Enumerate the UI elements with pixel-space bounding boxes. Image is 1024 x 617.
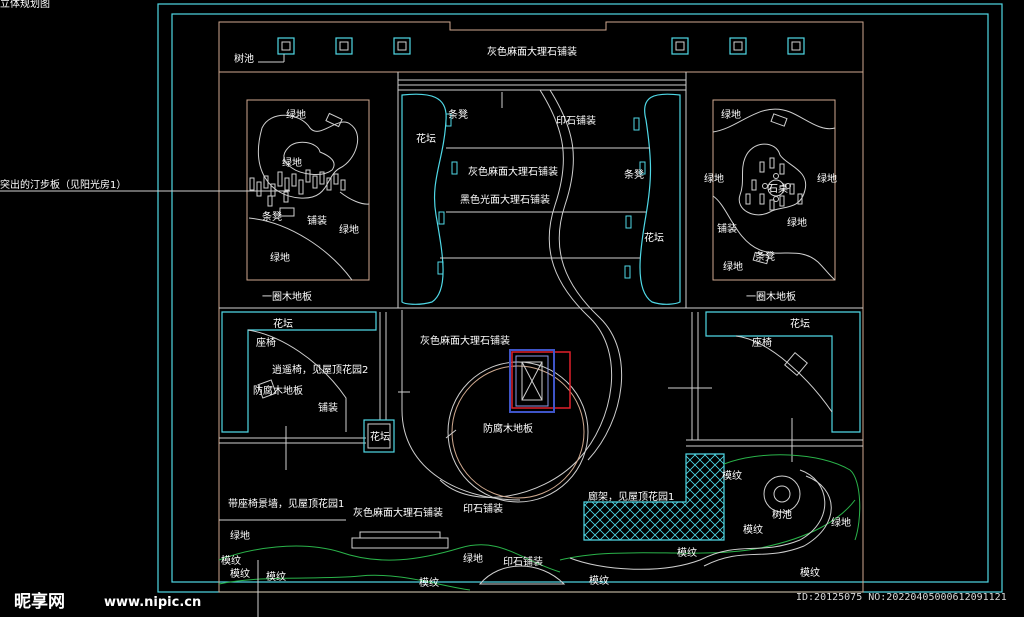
label-green-lb1: 绿地 <box>230 529 250 542</box>
left-upper-garden <box>246 99 370 281</box>
label-green-ru3: 绿地 <box>817 172 837 185</box>
label-green-ru1: 绿地 <box>721 108 741 121</box>
label-green-ru2: 绿地 <box>704 172 724 185</box>
central-court <box>401 89 681 498</box>
right-mid-terrace <box>686 311 863 447</box>
label-screen-wall-note: 带座椅景墙，见屋顶花园1 <box>228 497 344 510</box>
label-center-paving: 灰色麻面大理石铺装 <box>420 334 510 347</box>
label-flowerbed-small: 花坛 <box>370 430 390 443</box>
tree-pool-row <box>277 37 805 55</box>
label-green-lu2: 绿地 <box>282 156 302 169</box>
label-flowerbed-left: 花坛 <box>416 132 436 145</box>
circular-plaza <box>401 310 589 503</box>
label-pattern-rb1: 模纹 <box>722 469 742 482</box>
label-grey-marble-2: 灰色麻面大理石铺装 <box>468 165 558 178</box>
label-pattern-lb3: 模纹 <box>266 570 286 583</box>
label-green-lu1: 绿地 <box>286 108 306 121</box>
label-flowerbed-right: 花坛 <box>644 231 664 244</box>
label-green-rb: 绿地 <box>831 516 851 529</box>
left-mid-terrace <box>219 311 395 453</box>
label-stone-table: 石桌 <box>768 182 788 195</box>
label-wood-ring-right: 一圈木地板 <box>746 290 796 303</box>
label-green-lb2: 绿地 <box>463 552 483 565</box>
label-bench-cl: 条凳 <box>448 108 468 121</box>
label-stepping-note: 突出的汀步板（见阳光房1） <box>0 178 126 191</box>
label-black-marble: 黑色光面大理石铺装 <box>460 193 550 206</box>
label-green-lu4: 绿地 <box>270 251 290 264</box>
label-pergola-note: 廊架，见屋顶花园1 <box>588 490 674 503</box>
label-pattern-lb2: 模纹 <box>230 567 250 580</box>
label-paving-lm: 铺装 <box>318 401 338 414</box>
label-swing-note: 逍遥椅，见屋顶花园2 <box>272 363 368 376</box>
label-green-lu3: 绿地 <box>339 223 359 236</box>
label-flowerbed-rm: 花坛 <box>790 317 810 330</box>
label-pattern-rb5: 模纹 <box>589 574 609 587</box>
lower-left-planting <box>218 519 566 591</box>
label-pattern-lb1: 模纹 <box>221 554 241 567</box>
label-paving-lu: 铺装 <box>307 214 327 227</box>
label-bottom-paving: 灰色麻面大理石铺装 <box>353 506 443 519</box>
label-pattern-lb4: 模纹 <box>419 576 439 589</box>
label-green-ru5: 绿地 <box>723 260 743 273</box>
label-bottom-pebble-1: 印石铺装 <box>463 502 503 515</box>
drawing-title: 立体规划图 <box>0 0 50 10</box>
watermark-url: www.nipic.cn <box>104 595 201 610</box>
label-top-paving: 灰色麻面大理石铺装 <box>487 45 577 58</box>
label-bench-lu: 条凳 <box>262 210 282 223</box>
right-upper-garden <box>712 99 836 281</box>
label-wood-ring-left: 一圈木地板 <box>262 290 312 303</box>
label-seat-left: 座椅 <box>256 336 276 349</box>
lower-right-planting <box>559 454 861 570</box>
label-green-ru4: 绿地 <box>787 216 807 229</box>
label-tree-pool-2: 树池 <box>772 508 792 521</box>
label-center-wood: 防腐木地板 <box>483 422 533 435</box>
label-antiseptic-wood: 防腐木地板 <box>253 384 303 397</box>
arrow-center <box>445 429 457 439</box>
label-paving-ru: 铺装 <box>717 222 737 235</box>
label-flowerbed-lm: 花坛 <box>273 317 293 330</box>
label-bench-cr: 条凳 <box>624 168 644 181</box>
top-steps <box>219 72 863 309</box>
label-tree-pool: 树池 <box>234 52 254 65</box>
label-pattern-rb3: 模纹 <box>677 546 697 559</box>
label-pebble-top: 印石铺装 <box>556 114 596 127</box>
label-pattern-rb2: 模纹 <box>743 523 763 536</box>
garden-outline <box>218 21 864 593</box>
label-bottom-pebble-2: 印石铺装 <box>503 555 543 568</box>
label-bench-ru: 条凳 <box>755 250 775 263</box>
pergola <box>583 453 725 541</box>
watermark-id: ID:20125075 NO:20220405000612091121 <box>796 592 1007 603</box>
label-pattern-rb4: 模纹 <box>800 566 820 579</box>
pavilion-structure <box>509 349 571 413</box>
inner-site-boundary <box>171 13 989 583</box>
watermark-logo: 昵享网 <box>14 591 65 612</box>
label-seat-right: 座椅 <box>752 336 772 349</box>
